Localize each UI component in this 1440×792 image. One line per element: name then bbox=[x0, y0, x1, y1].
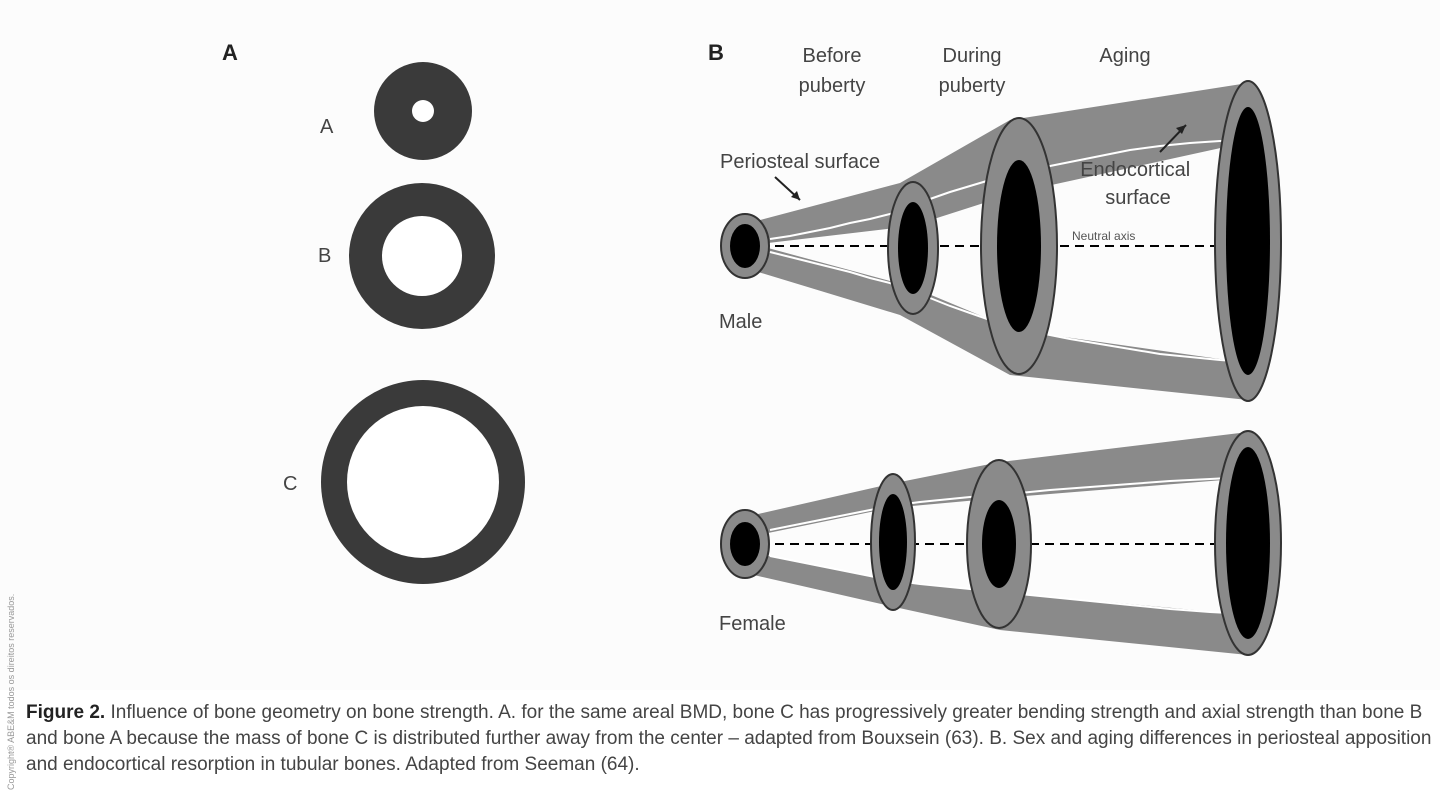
male-label: Male bbox=[719, 311, 762, 333]
endocortical-surface-label: Endocortical surface bbox=[1080, 159, 1196, 209]
caption-figure-label: Figure 2. bbox=[26, 702, 106, 723]
endocortical-arrow-head bbox=[1176, 125, 1186, 134]
periosteal-arrow-head bbox=[791, 191, 800, 200]
neutral-axis-label: Neutral axis bbox=[1072, 229, 1135, 243]
figure-caption: Figure 2. Influence of bone geometry on … bbox=[26, 700, 1438, 778]
female-label: Female bbox=[719, 613, 786, 635]
bone-b-label: B bbox=[318, 245, 331, 267]
bone-a-label: A bbox=[320, 116, 334, 138]
copyright-notice: Copyright® ABE&M todos os direitos reser… bbox=[6, 593, 16, 790]
bone-c-label: C bbox=[283, 473, 297, 495]
bone-c-ring bbox=[321, 380, 525, 584]
bone-a-ring bbox=[374, 62, 472, 160]
male-bone-tube bbox=[720, 80, 1282, 402]
panel-b-label: B bbox=[708, 40, 724, 65]
stage-aging: Aging bbox=[1099, 45, 1150, 67]
female-bone-tube bbox=[720, 430, 1282, 656]
caption-text: Influence of bone geometry on bone stren… bbox=[26, 702, 1432, 775]
bone-b-ring bbox=[349, 183, 495, 329]
periosteal-surface-label: Periosteal surface bbox=[720, 151, 880, 173]
panel-a-label: A bbox=[222, 40, 238, 65]
